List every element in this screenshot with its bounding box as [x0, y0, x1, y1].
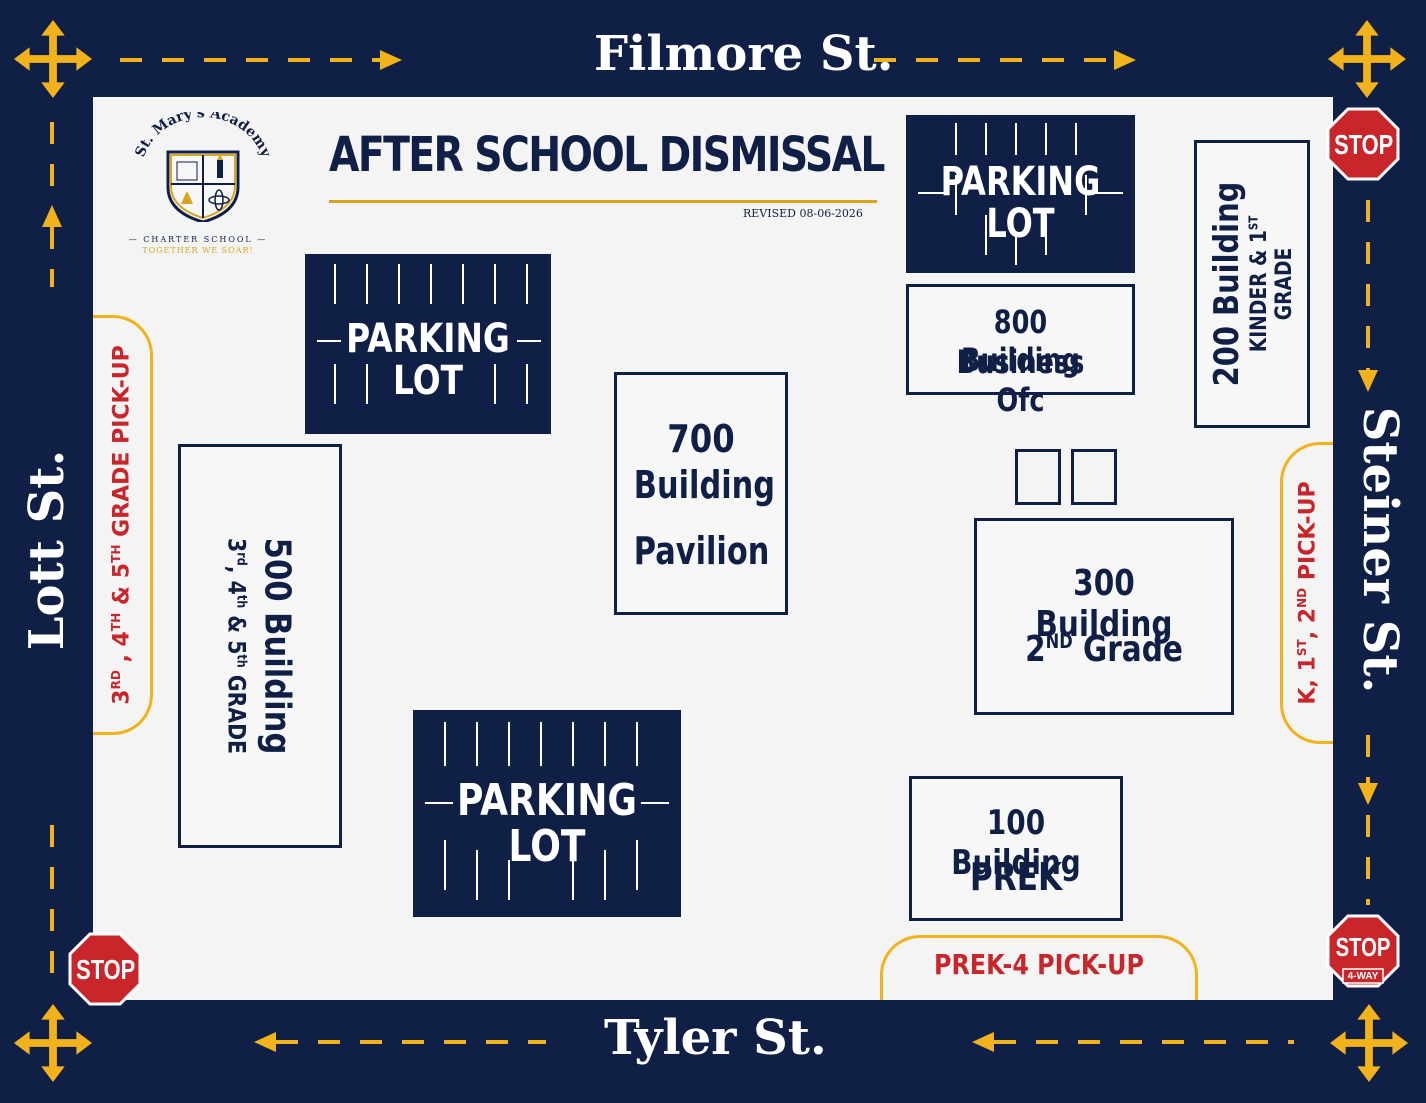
street-south: Tyler St. — [604, 1010, 827, 1066]
small-structure — [1015, 449, 1061, 505]
building-100-prek: PREK — [969, 855, 1063, 899]
street-west: Lott St. — [18, 449, 75, 651]
building-300-label: 300 Building — [1035, 563, 1173, 645]
traffic-lane-west-top — [50, 122, 54, 192]
parking-stripes — [918, 123, 1123, 265]
four-way-stop-sign-icon: STOP 4-WAY — [1326, 914, 1400, 988]
building-700-label: Building — [633, 463, 776, 507]
compass-arrows-icon — [1328, 20, 1406, 98]
crest-icon: St. Mary's Academy — [132, 105, 274, 224]
street-east: Steiner St. — [1351, 406, 1408, 694]
traffic-lane-south-right — [994, 1040, 1294, 1044]
parking-lot-label: LOT — [508, 821, 586, 873]
building-300: 300 Building 2ND Grade — [974, 518, 1234, 715]
parking-lot-3: PARKING LOT — [413, 710, 681, 917]
parking-stripes — [425, 722, 669, 900]
building-500: 500 Building 3rd, 4th & 5th GRADE — [178, 444, 342, 848]
traffic-lane-east-lower — [1366, 815, 1370, 905]
four-way-label: 4-WAY — [1347, 971, 1379, 982]
title-underline — [329, 200, 877, 203]
building-800-label: 800 Building — [961, 303, 1080, 379]
arrow-up-icon — [42, 205, 62, 227]
compass-arrows-icon — [1330, 1004, 1408, 1082]
street-north: Filmore St. — [594, 26, 894, 82]
arrow-down-icon — [1358, 783, 1378, 805]
parking-lot-label: LOT — [986, 201, 1055, 247]
pickup-zone-south-label: PREK-4 PICK-UP — [934, 948, 1144, 981]
small-structure — [1071, 449, 1117, 505]
stop-sign-label: STOP — [1335, 932, 1391, 962]
revised-date: REVISED 08-06-2026 — [743, 207, 863, 220]
traffic-lane-east-top — [1366, 200, 1370, 370]
compass-arrows-icon — [14, 1004, 92, 1082]
pickup-zone-south: PREK-4 PICK-UP — [880, 935, 1198, 1000]
building-200-grades: KINDER & 1ST — [1246, 215, 1272, 353]
traffic-lane-west-upper — [50, 227, 54, 287]
building-100: 100 Building PREK — [909, 776, 1123, 921]
pickup-zone-east: K, 1ST, 2ND PICK-UP — [1280, 442, 1333, 744]
logo-subtitle: — CHARTER SCHOOL — — [128, 235, 268, 244]
logo-motto: TOGETHER WE SOAR! — [142, 246, 254, 255]
traffic-lane-south-left — [276, 1040, 546, 1044]
building-500-grades: 3rd, 4th & 5th GRADE — [222, 538, 251, 754]
traffic-lane-north-right — [874, 58, 1114, 62]
building-100-label: 100 Building — [951, 803, 1081, 883]
parking-lot-label: PARKING — [940, 159, 1101, 205]
building-200-label: 200 Building — [1207, 181, 1247, 387]
parking-lot-label: PARKING — [456, 775, 638, 826]
arrow-right-icon — [380, 50, 402, 70]
pickup-zone-west-label: 3RD , 4TH & 5TH GRADE PICK-UP — [108, 345, 134, 705]
parking-lot-label: PARKING — [346, 316, 510, 362]
traffic-lane-west-lower — [50, 825, 54, 985]
traffic-lane-north-left — [120, 58, 380, 62]
school-logo: St. Mary's Academy — CHARTER SCHOOL — TO… — [123, 105, 274, 262]
pickup-zone-west: 3RD , 4TH & 5TH GRADE PICK-UP — [93, 315, 153, 735]
building-300-grade: 2ND Grade — [1025, 629, 1183, 670]
page-title: AFTER SCHOOL DISMISSAL — [329, 127, 885, 183]
street-west-wrap: Lott St. — [0, 420, 93, 680]
building-800: 800 Building Business Ofc — [906, 284, 1135, 419]
building-700-number: 700 — [667, 417, 735, 461]
building-700: 700 Building Pavilion — [614, 372, 788, 615]
stop-sign-label: STOP — [1334, 129, 1394, 160]
building-800-office: Business Ofc — [956, 343, 1085, 419]
parking-lot-label: LOT — [392, 358, 463, 404]
stop-sign-label: STOP — [76, 954, 136, 985]
arrow-left-icon — [972, 1032, 994, 1052]
traffic-lane-east-bottom — [1366, 735, 1370, 783]
arrow-down-icon — [1358, 370, 1378, 392]
arrow-right-icon — [1114, 50, 1136, 70]
parking-stripes — [317, 264, 541, 404]
campus-area: St. Mary's Academy — CHARTER SCHOOL — TO… — [93, 97, 1333, 1000]
pickup-zone-east-label: K, 1ST, 2ND PICK-UP — [1295, 481, 1321, 705]
street-east-wrap: Steiner St. — [1333, 405, 1426, 695]
building-200-grade-word: GRADE — [1272, 247, 1297, 321]
compass-arrows-icon — [14, 20, 92, 98]
stop-sign-icon: STOP — [68, 932, 142, 1006]
building-200: 200 Building KINDER & 1ST GRADE — [1194, 140, 1310, 428]
building-700-pavilion: Pavilion — [633, 529, 770, 573]
parking-lot-1: PARKING LOT — [305, 254, 551, 434]
arrow-left-icon — [254, 1032, 276, 1052]
parking-lot-2: PARKING LOT — [906, 115, 1135, 273]
building-500-label: 500 Building — [256, 537, 298, 755]
stop-sign-icon: STOP — [1326, 107, 1400, 181]
